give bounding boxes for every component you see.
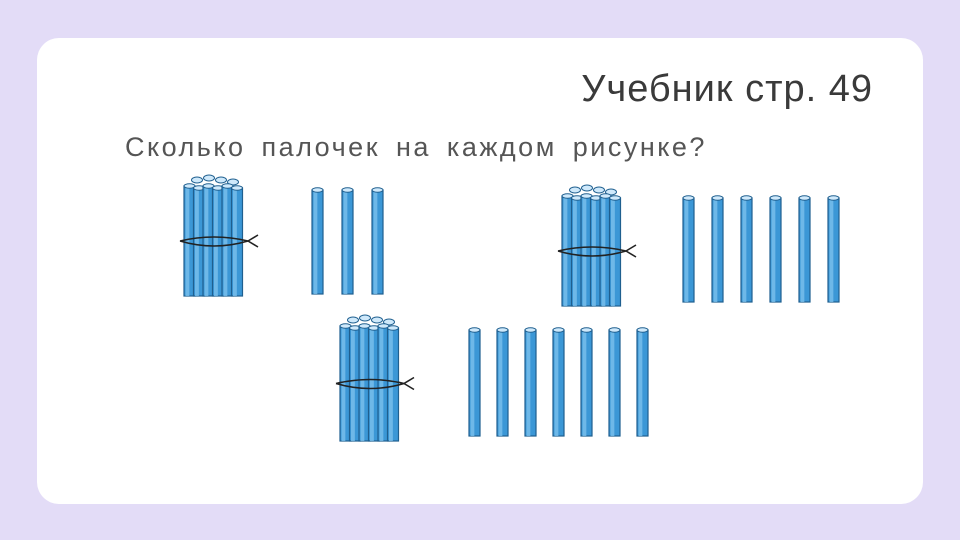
stick-bundle [179, 174, 259, 297]
task-question: Сколько палочек на каждом рисунке? [125, 132, 707, 162]
stick [386, 325, 400, 442]
stick [552, 327, 565, 437]
textbook-reference: Учебник стр. 49 [581, 68, 873, 110]
stick [769, 195, 782, 303]
stick [827, 195, 840, 303]
string-knot [247, 234, 259, 248]
picture-3 [335, 314, 649, 442]
stick [740, 195, 753, 303]
stick-top [593, 186, 605, 194]
string-knot [403, 376, 415, 391]
stick [377, 323, 390, 442]
stick [230, 185, 244, 297]
stick-top [581, 184, 593, 192]
stick-bundle [557, 184, 637, 307]
stick [580, 327, 593, 437]
stick [496, 327, 509, 437]
single-sticks [682, 195, 840, 303]
stick-top [191, 176, 203, 184]
bundle-string [179, 236, 249, 247]
stick [311, 187, 324, 295]
stick [682, 195, 695, 303]
stick [608, 327, 621, 437]
stick-bundle [335, 314, 415, 442]
picture-1 [179, 174, 384, 297]
stick-top [371, 316, 383, 324]
bundle-string [557, 246, 627, 257]
stick-top [569, 186, 581, 194]
stick [711, 195, 724, 303]
stick [371, 187, 384, 295]
stick-top [215, 176, 227, 184]
stick [341, 187, 354, 295]
stick [636, 327, 649, 437]
stick-top [203, 174, 215, 182]
stick [608, 195, 622, 307]
string-knot [625, 244, 637, 258]
stick-top [359, 314, 371, 322]
picture-2 [557, 184, 840, 307]
stick-top [347, 316, 359, 324]
single-sticks [311, 187, 384, 295]
bundle-string [335, 378, 405, 390]
single-sticks [468, 327, 649, 437]
stick [524, 327, 537, 437]
stick [798, 195, 811, 303]
stick [468, 327, 481, 437]
